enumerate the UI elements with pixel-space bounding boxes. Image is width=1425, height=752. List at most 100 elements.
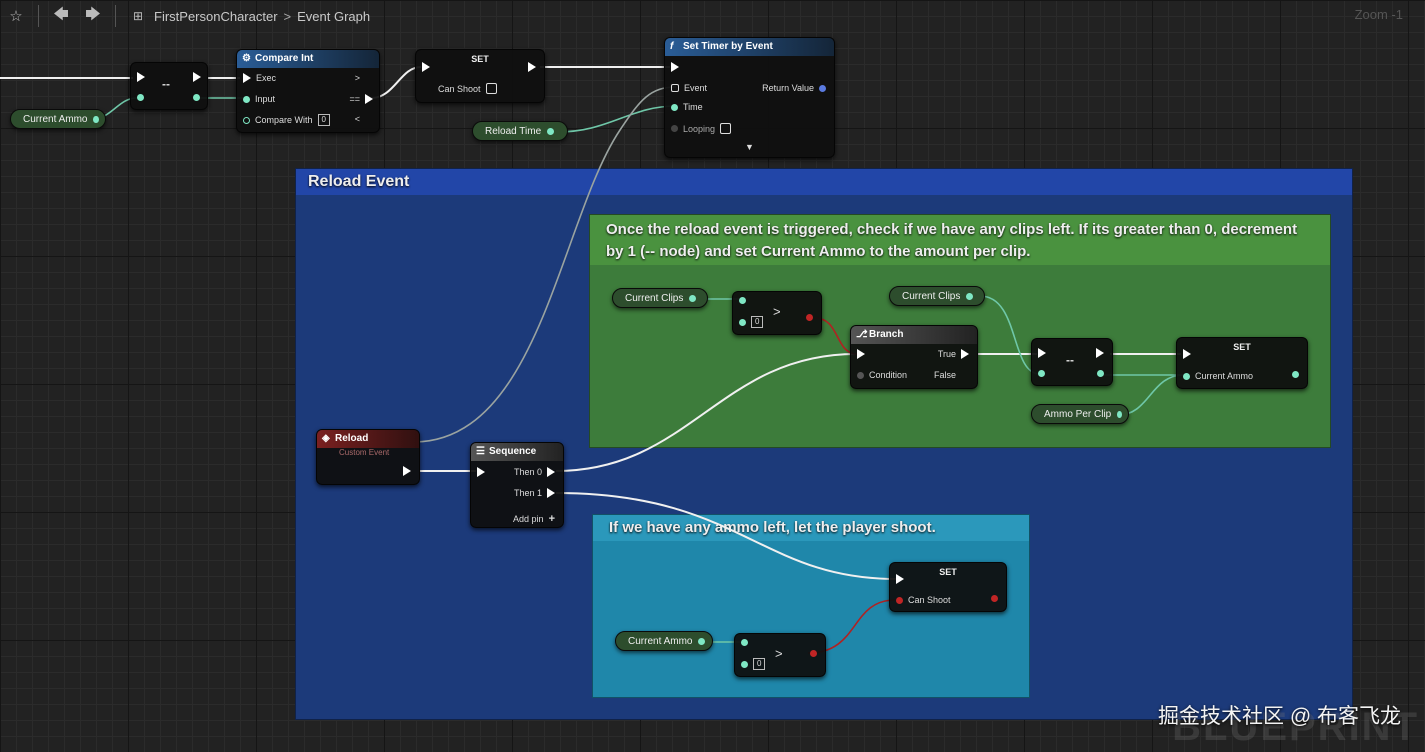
- reload-custom-event-node[interactable]: ◈ Reload Custom Event: [316, 429, 420, 485]
- float-in-pin[interactable]: [671, 103, 678, 111]
- greater-than-node-clips[interactable]: 0 >: [732, 291, 822, 335]
- exec-out-pin[interactable]: [365, 94, 373, 104]
- exec-out-pin[interactable]: [990, 574, 998, 584]
- favorite-star-icon[interactable]: ☆: [9, 8, 23, 25]
- exec-out-pin[interactable]: [365, 73, 373, 83]
- exec-in-pin[interactable]: [1183, 349, 1191, 359]
- exec-in-pin[interactable]: [137, 72, 145, 82]
- event-icon: ◈: [322, 433, 330, 444]
- decrement-label: --: [162, 77, 170, 91]
- pin-label: Condition: [869, 370, 908, 380]
- branch-node[interactable]: ⎇ Branch True Condition False: [850, 325, 978, 389]
- comment-title: Reload Event: [296, 169, 1352, 195]
- node-title: SET: [471, 54, 489, 64]
- exec-in-pin[interactable]: [243, 73, 251, 83]
- compare-value-input[interactable]: 0: [317, 114, 330, 126]
- bool-out-pin[interactable]: [991, 595, 998, 602]
- int-in-pin[interactable]: [739, 318, 746, 326]
- return-value-pin[interactable]: [819, 84, 826, 92]
- float-out-pin[interactable]: [547, 127, 555, 135]
- greater-than-icon: >: [773, 304, 781, 319]
- ammo-per-clip-getter[interactable]: Ammo Per Clip: [1031, 404, 1129, 424]
- bool-in-pin[interactable]: [857, 371, 864, 379]
- int-out-pin[interactable]: [1117, 410, 1122, 418]
- bool-out-pin[interactable]: [806, 314, 813, 321]
- exec-out-pin[interactable]: [818, 62, 826, 72]
- forward-arrow-icon[interactable]: 🡆: [85, 5, 101, 23]
- exec-out-pin[interactable]: [961, 349, 969, 359]
- exec-out-pin[interactable]: [547, 467, 555, 477]
- variable-label: Reload Time: [485, 125, 542, 137]
- int-in-pin[interactable]: [1183, 372, 1190, 380]
- greater-than-node-ammo[interactable]: 0 >: [734, 633, 826, 677]
- exec-out-pin[interactable]: [1291, 349, 1299, 359]
- exec-in-pin[interactable]: [896, 574, 904, 584]
- compare-value-input[interactable]: 0: [753, 658, 766, 670]
- variable-label: Current Clips: [902, 290, 961, 302]
- pin-label: Then 1: [513, 488, 542, 498]
- pin-label: >: [354, 73, 360, 83]
- int-out-pin[interactable]: [1097, 370, 1104, 377]
- exec-out-pin[interactable]: [403, 466, 411, 476]
- sequence-node[interactable]: ☰ Sequence Then 0 Then 1 Add pin+: [470, 442, 564, 528]
- exec-in-pin[interactable]: [477, 467, 485, 477]
- add-pin-button[interactable]: Add pin+: [513, 513, 555, 525]
- node-title: Compare Int: [255, 53, 314, 64]
- can-shoot-checkbox[interactable]: [485, 83, 497, 94]
- int-in-pin[interactable]: [741, 639, 748, 646]
- exec-in-pin[interactable]: [1038, 348, 1046, 358]
- int-in-pin[interactable]: [243, 95, 250, 103]
- exec-out-pin[interactable]: [1096, 348, 1104, 358]
- event-delegate-pin[interactable]: [671, 84, 679, 92]
- current-clips-getter[interactable]: Current Clips: [612, 288, 708, 308]
- int-out-pin[interactable]: [193, 94, 200, 101]
- exec-in-pin[interactable]: [857, 349, 865, 359]
- exec-in-pin[interactable]: [422, 62, 430, 72]
- node-header: ☰ Sequence: [471, 443, 563, 461]
- set-current-ammo-node[interactable]: SET Current Ammo: [1176, 337, 1308, 389]
- int-out-pin[interactable]: [698, 637, 706, 645]
- int-out-pin[interactable]: [966, 292, 974, 300]
- current-ammo-getter-top[interactable]: Current Ammo: [10, 109, 106, 129]
- int-out-pin[interactable]: [1292, 371, 1299, 378]
- decrement-node[interactable]: --: [130, 62, 208, 110]
- bool-in-pin[interactable]: [671, 125, 678, 132]
- toolbar-divider: [38, 5, 39, 27]
- pin-label: Input: [255, 94, 276, 104]
- exec-in-pin[interactable]: [671, 62, 679, 72]
- int-in-pin[interactable]: [739, 297, 746, 304]
- bool-in-pin[interactable]: [896, 596, 903, 604]
- int-out-pin[interactable]: [93, 115, 99, 123]
- expand-arrow-icon[interactable]: ▼: [745, 142, 754, 152]
- exec-out-pin[interactable]: [365, 114, 373, 124]
- decrement-node-clips[interactable]: --: [1031, 338, 1113, 386]
- pin-label: <: [354, 114, 360, 124]
- exec-out-pin[interactable]: [961, 370, 969, 380]
- int-out-pin[interactable]: [689, 294, 697, 302]
- int-in-pin[interactable]: [1038, 370, 1045, 377]
- compare-value-input[interactable]: 0: [751, 316, 764, 328]
- compare-int-node[interactable]: ⚙ Compare Int Exec > Input == Compare Wi…: [236, 49, 380, 133]
- int-in-pin[interactable]: [741, 660, 748, 668]
- set-can-shoot-node-bottom[interactable]: SET Can Shoot: [889, 562, 1007, 612]
- set-timer-by-event-node[interactable]: f Set Timer by Event Event Return Value …: [664, 37, 835, 158]
- breadcrumb-graph[interactable]: Event Graph: [297, 8, 371, 24]
- exec-out-pin[interactable]: [528, 62, 536, 72]
- int-in-pin[interactable]: [243, 116, 250, 124]
- looping-checkbox[interactable]: [720, 123, 732, 134]
- variable-label: Current Clips: [625, 292, 684, 304]
- pin-label: Compare With: [255, 115, 313, 125]
- set-can-shoot-node-top[interactable]: SET Can Shoot: [415, 49, 545, 103]
- breadcrumb-root[interactable]: FirstPersonCharacter: [154, 8, 278, 24]
- pin-label: Then 0: [513, 467, 542, 477]
- int-in-pin[interactable]: [137, 94, 144, 101]
- current-clips-getter[interactable]: Current Clips: [889, 286, 985, 306]
- exec-out-pin[interactable]: [193, 72, 201, 82]
- data-wire: [556, 105, 677, 133]
- bool-out-pin[interactable]: [810, 650, 817, 657]
- back-arrow-icon[interactable]: 🡄: [53, 5, 69, 23]
- reload-time-getter[interactable]: Reload Time: [472, 121, 568, 141]
- exec-out-pin[interactable]: [547, 488, 555, 498]
- current-ammo-getter-bottom[interactable]: Current Ammo: [615, 631, 713, 651]
- macro-icon: ⚙: [242, 53, 251, 64]
